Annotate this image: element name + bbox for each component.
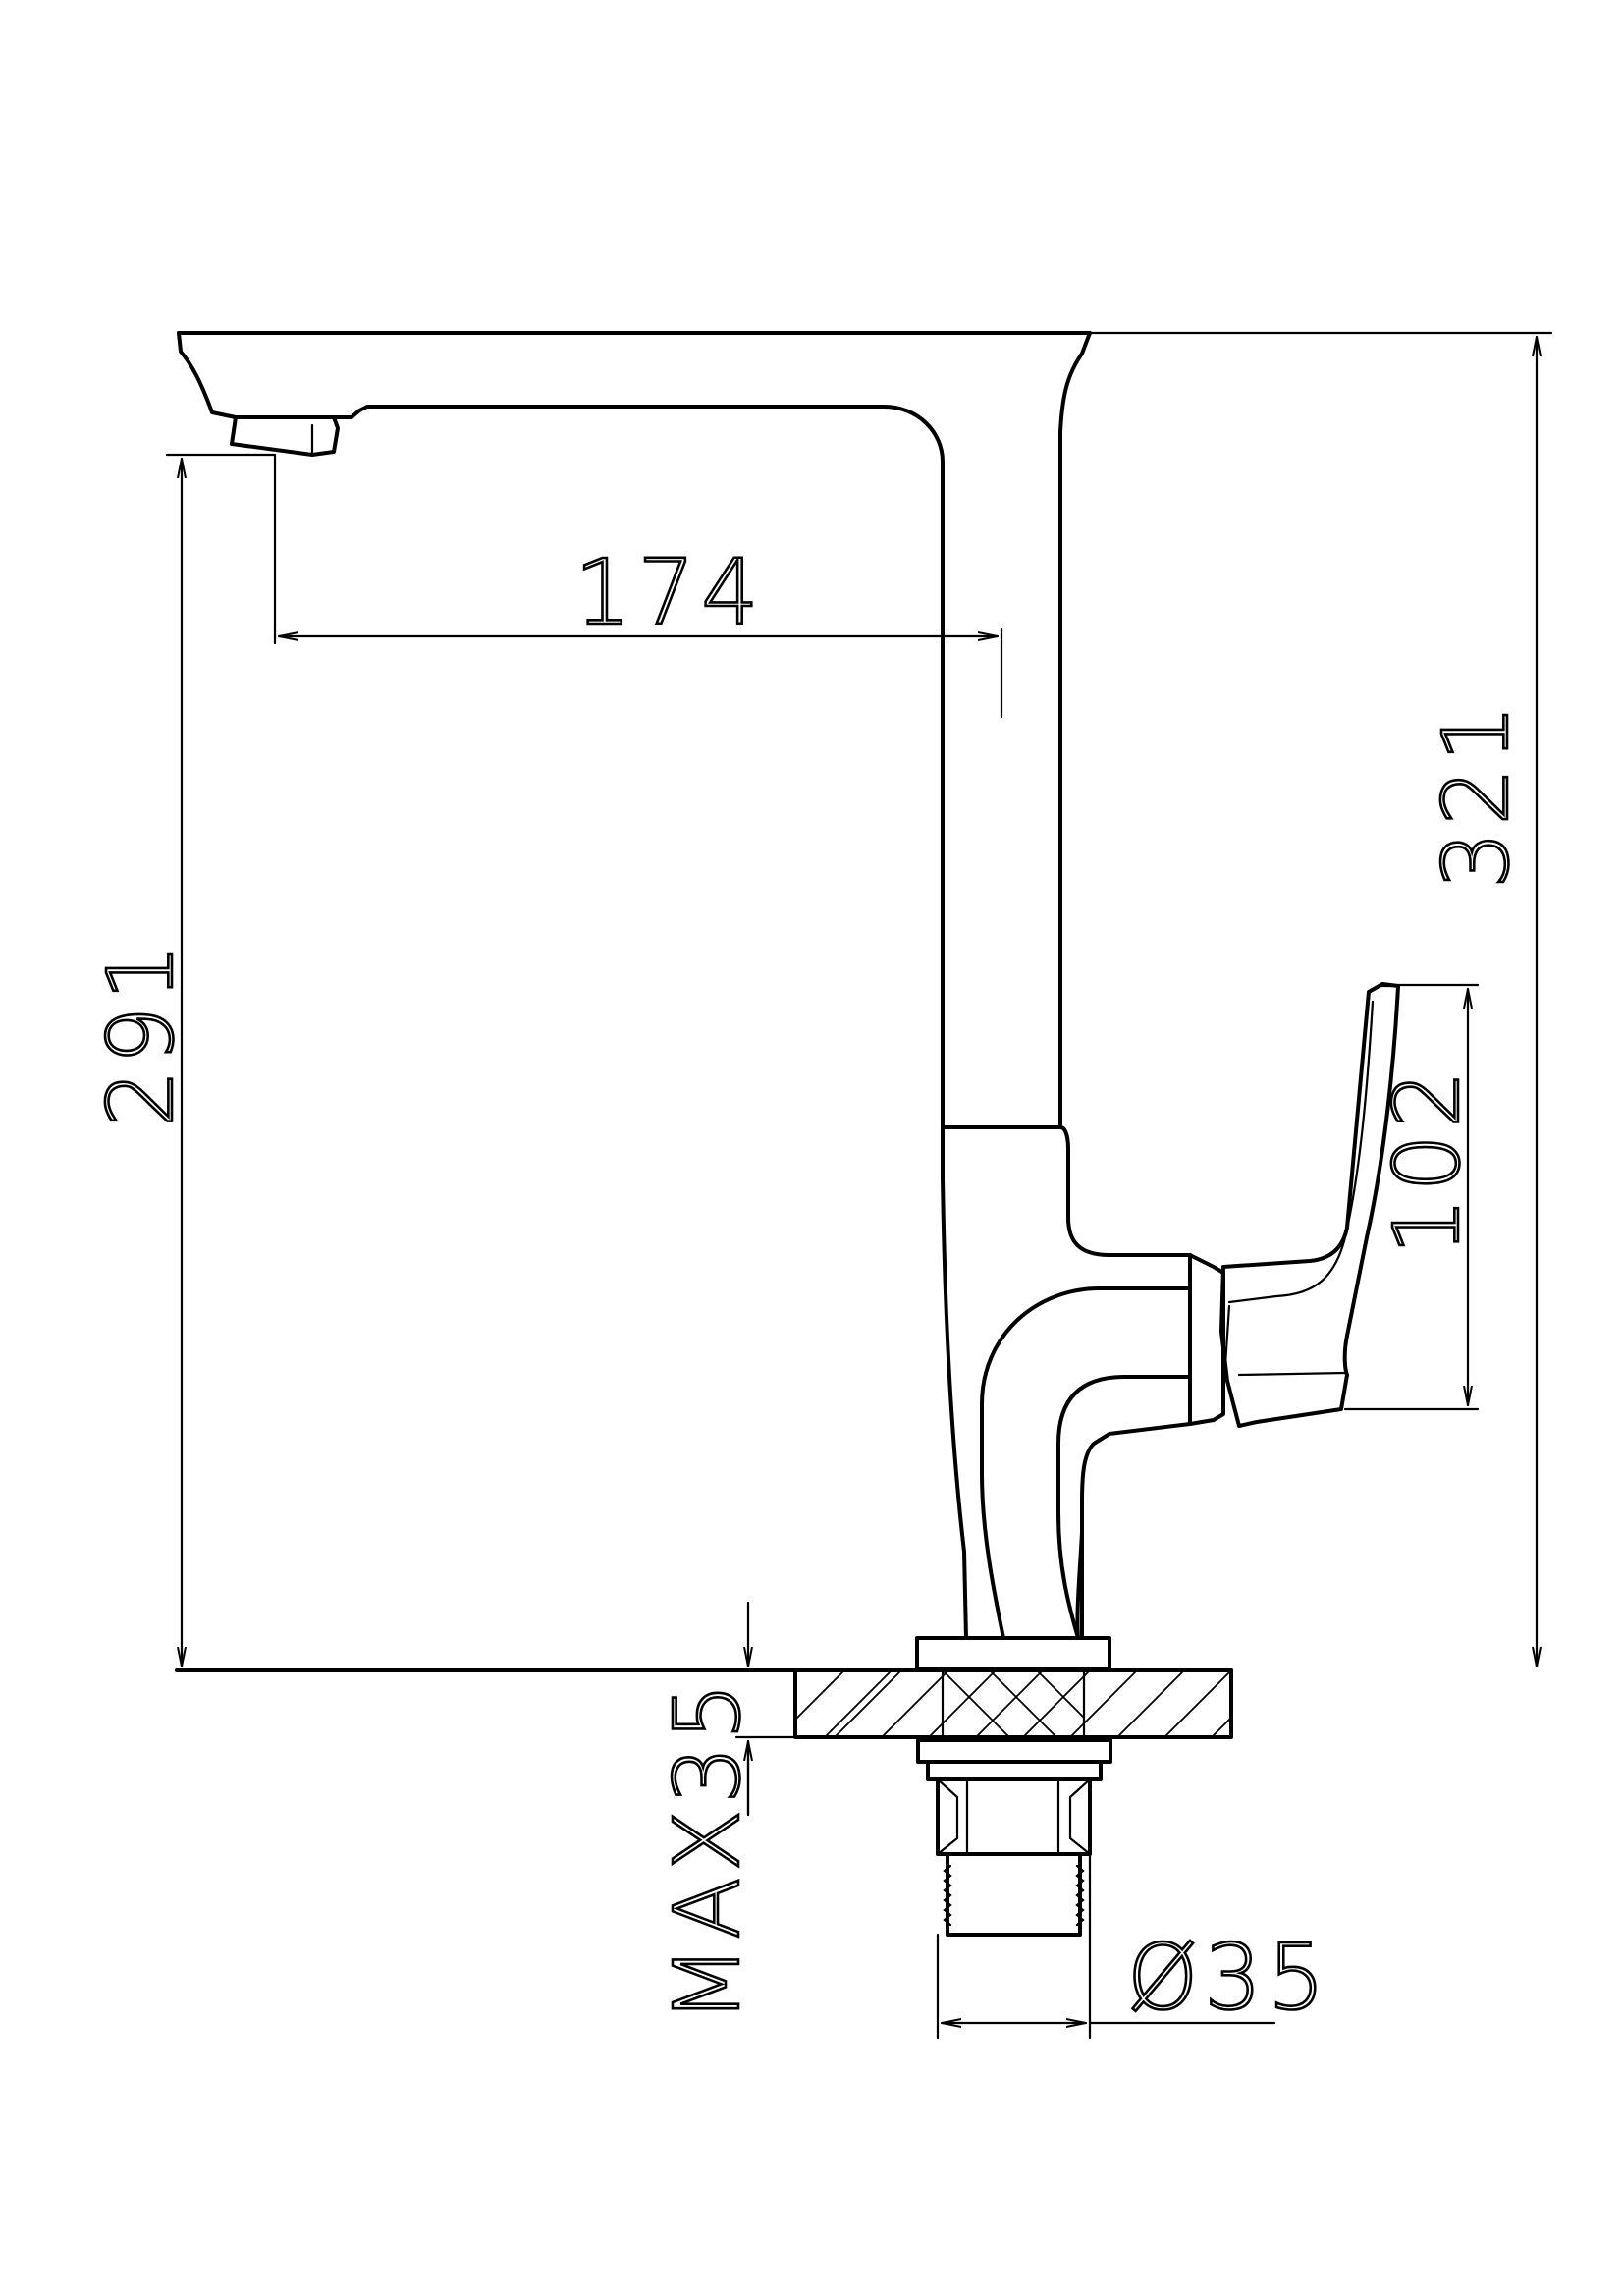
dimension-thread-diameter: Ø35 [936, 1852, 1330, 2040]
dimension-spout-reach: 174 [273, 453, 1003, 719]
countertop-section [175, 1668, 1233, 1739]
spout-height-label: 291 [88, 937, 193, 1127]
spout-reach-label: 174 [574, 540, 765, 645]
dimension-spout-height: 291 [87, 453, 277, 1668]
total-height-label: 321 [1424, 698, 1529, 889]
hatching [795, 1670, 1231, 1737]
faucet-outline [177, 331, 1400, 1670]
dimension-total-height: 321 [1088, 331, 1553, 1668]
dimension-handle-height: 102 [1343, 983, 1481, 1411]
handle-height-label: 102 [1375, 1065, 1480, 1255]
max-thickness-label: MAX35 [655, 1677, 760, 2023]
dimension-max-thickness: MAX35 [654, 1601, 761, 2024]
thread-diameter-label: Ø35 [1127, 1925, 1330, 2030]
mounting-nut [916, 1738, 1112, 1937]
